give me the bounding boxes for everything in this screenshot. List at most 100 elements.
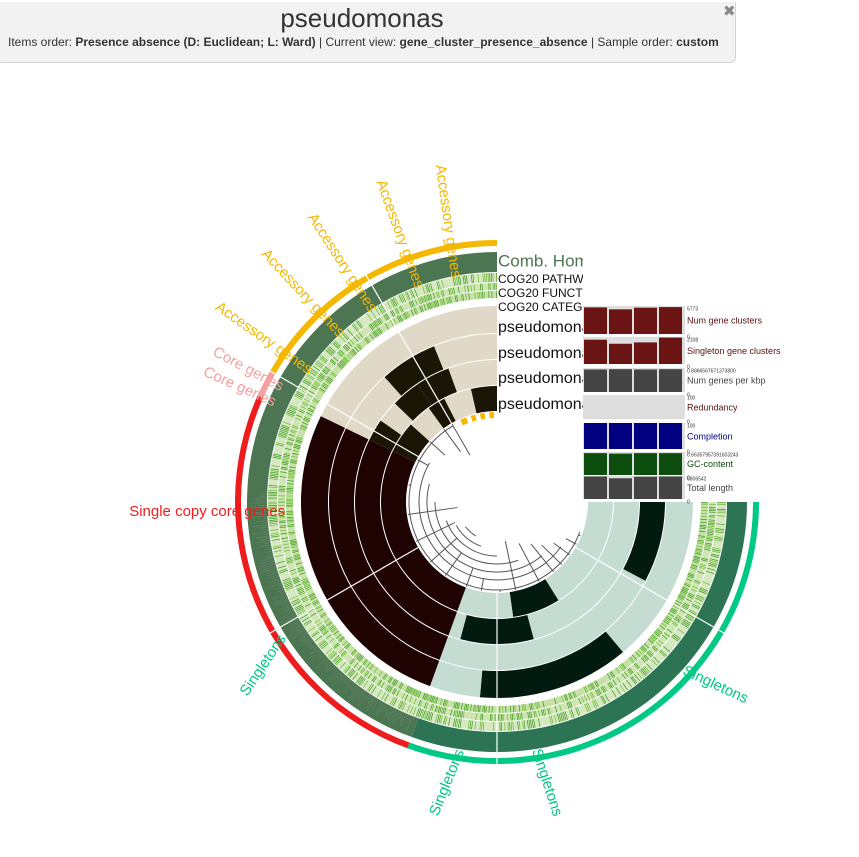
cog-tick (299, 427, 307, 431)
cog-tick (289, 595, 299, 600)
cog-tick (685, 578, 693, 582)
bin-ring-segment (257, 371, 276, 398)
cog-tick (286, 561, 294, 565)
cog-tick (639, 647, 645, 653)
cog-tick (454, 701, 457, 709)
cog-tick (330, 358, 337, 365)
bar-2-2 (634, 369, 657, 392)
cog-tick (465, 293, 467, 301)
cog-tick (381, 691, 387, 700)
cog-tick (449, 287, 453, 295)
cog-tick (479, 291, 481, 299)
cog-tick (682, 603, 690, 608)
cog-tick (687, 575, 694, 579)
cog-tick (642, 666, 650, 674)
homogeneity-tick (265, 555, 274, 558)
cog-tick (288, 466, 296, 469)
cog-tick (290, 455, 298, 458)
sample-divider (574, 546, 725, 634)
cog-tick (363, 660, 369, 666)
cog-tick (288, 407, 297, 412)
cog-tick (643, 665, 651, 673)
cog-tick (425, 294, 429, 302)
cog-tick (390, 310, 395, 318)
cog-tick (354, 652, 360, 658)
cog-tick (333, 656, 341, 663)
cog-tick (696, 542, 704, 545)
tree-leaf (480, 578, 484, 591)
cog-tick (404, 292, 409, 301)
cog-tick (677, 597, 684, 602)
cog-tick (448, 296, 451, 304)
cog-tick (410, 300, 414, 308)
bar-6-0 (584, 476, 607, 499)
cog-tick (304, 377, 313, 384)
cog-tick (658, 650, 666, 658)
cog-tick (512, 705, 515, 713)
tree-leaf (541, 544, 563, 565)
cog-tick (662, 645, 671, 653)
cog-tick (479, 721, 481, 731)
cog-tick (346, 328, 354, 336)
cog-tick (413, 697, 417, 705)
cog-tick (707, 524, 715, 526)
cog-tick (666, 628, 673, 634)
cog-tick (662, 620, 670, 625)
homogeneity-tick (377, 702, 385, 715)
bar-name-label: Total length (687, 483, 733, 493)
bar-3-0 (584, 418, 607, 419)
cog-tick (295, 392, 304, 398)
cog-tick (686, 595, 694, 600)
cog-tick (291, 599, 301, 605)
cog-tick (314, 380, 321, 386)
tree-leaf (553, 542, 571, 556)
cog-tick (302, 599, 309, 603)
cog-tick (597, 688, 602, 695)
cog-tick (391, 687, 396, 695)
homogeneity-tick (371, 698, 378, 708)
sample-layer-2 (328, 334, 665, 671)
cog-tick (297, 567, 305, 571)
cog-tick (663, 618, 670, 624)
cog-tick (695, 548, 703, 551)
cog-tick (433, 696, 437, 704)
cog-tick (281, 577, 291, 582)
cog-tick (320, 613, 327, 618)
cog-tick (363, 338, 369, 345)
cog-tick (270, 465, 280, 468)
cog-tick (715, 528, 725, 530)
cog-tick (295, 439, 303, 443)
cog-tick (457, 718, 461, 728)
cog-tick (351, 324, 359, 332)
cog-tick (399, 314, 404, 322)
cog-tick (310, 612, 317, 617)
cog-tick (305, 587, 312, 591)
close-icon[interactable]: ✖ (723, 2, 736, 20)
cog-tick (278, 521, 287, 524)
bar-6-2 (634, 476, 657, 499)
tree-branch-arc (434, 501, 519, 565)
cog-tick (406, 311, 410, 318)
sample-layer-3-segment (354, 439, 457, 636)
cog-tick (291, 549, 299, 552)
cog-tick (460, 294, 463, 302)
cog-tick (704, 544, 712, 547)
cog-tick (584, 685, 589, 693)
cog-tick (383, 314, 388, 321)
cog-tick (333, 642, 339, 648)
cog-tick (332, 342, 340, 350)
cog-tick (604, 693, 610, 702)
cog-tick (268, 514, 278, 516)
cog-tick (696, 545, 704, 548)
bar-min-label: 0 (687, 364, 690, 370)
cog-tick (344, 666, 352, 674)
bar-0-0 (584, 307, 607, 334)
cog-tick (320, 641, 328, 648)
cog-tick (457, 286, 460, 294)
cog-tick (304, 603, 312, 608)
cog-tick (387, 685, 392, 693)
cog-tick (346, 353, 352, 360)
cog-tick (655, 641, 662, 647)
bar-2-1 (609, 369, 632, 392)
cog-tick (663, 632, 670, 638)
